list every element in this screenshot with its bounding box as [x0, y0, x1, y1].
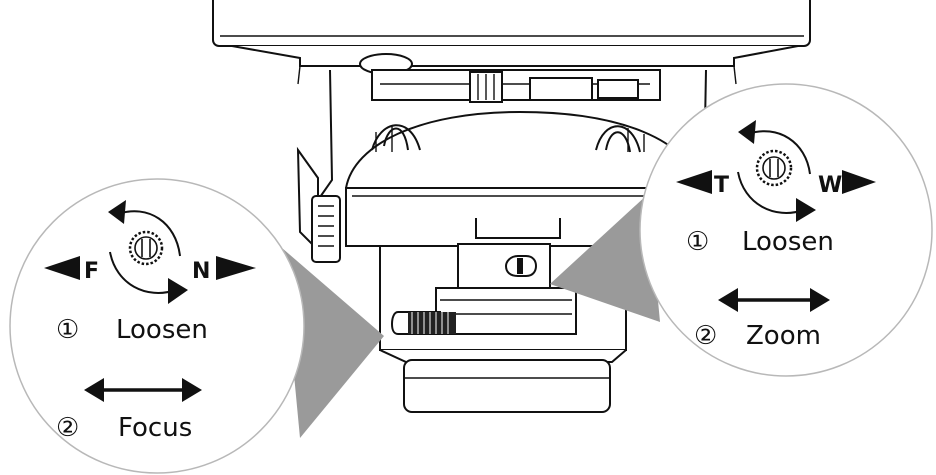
focus-rotate-arrow-top-icon	[117, 210, 181, 257]
focus-callout: F N ① Loosen ② Focus	[9, 178, 384, 474]
focus-left-arrow-icon	[44, 256, 80, 280]
zoom-callout-pointer	[550, 194, 660, 322]
zoom-wide-letter: W	[818, 173, 842, 198]
focus-callout-circle	[9, 178, 305, 474]
focus-rotate-arrow-bottom-icon	[109, 251, 177, 294]
camera-lens-ball	[345, 110, 701, 413]
zoom-step1-number: ①	[686, 227, 709, 257]
focus-callout-pointer	[282, 248, 384, 438]
camera-bracket-hardware	[296, 69, 717, 263]
zoom-rotate-arrow-top-icon	[747, 130, 811, 175]
focus-right-arrow-icon	[216, 256, 256, 280]
zoom-step2-text: Zoom	[746, 321, 821, 351]
focus-far-letter: F	[84, 259, 99, 284]
camera-illustration	[212, 0, 811, 413]
focus-knob-icon	[128, 230, 164, 266]
zoom-callout-circle	[639, 83, 933, 377]
focus-step2-text: Focus	[118, 413, 192, 443]
zoom-right-arrow-icon	[842, 170, 876, 194]
camera-mount-base	[212, 0, 811, 85]
zoom-rotate-arrow-bottom-icon	[737, 171, 805, 214]
zoom-tele-letter: T	[714, 173, 729, 198]
zoom-left-arrow-icon	[676, 170, 712, 194]
focus-near-letter: N	[192, 259, 210, 284]
zoom-double-arrow-icon	[718, 288, 830, 312]
focus-step1-text: Loosen	[116, 315, 208, 345]
zoom-step1-text: Loosen	[742, 227, 834, 257]
zoom-callout: T W ① Loosen ② Zoom	[550, 83, 933, 377]
focus-step1-number: ①	[56, 315, 79, 345]
focus-step2-number: ②	[56, 413, 79, 443]
zoom-step2-number: ②	[694, 321, 717, 351]
focus-double-arrow-icon	[84, 378, 202, 402]
zoom-knob-icon	[755, 149, 793, 187]
